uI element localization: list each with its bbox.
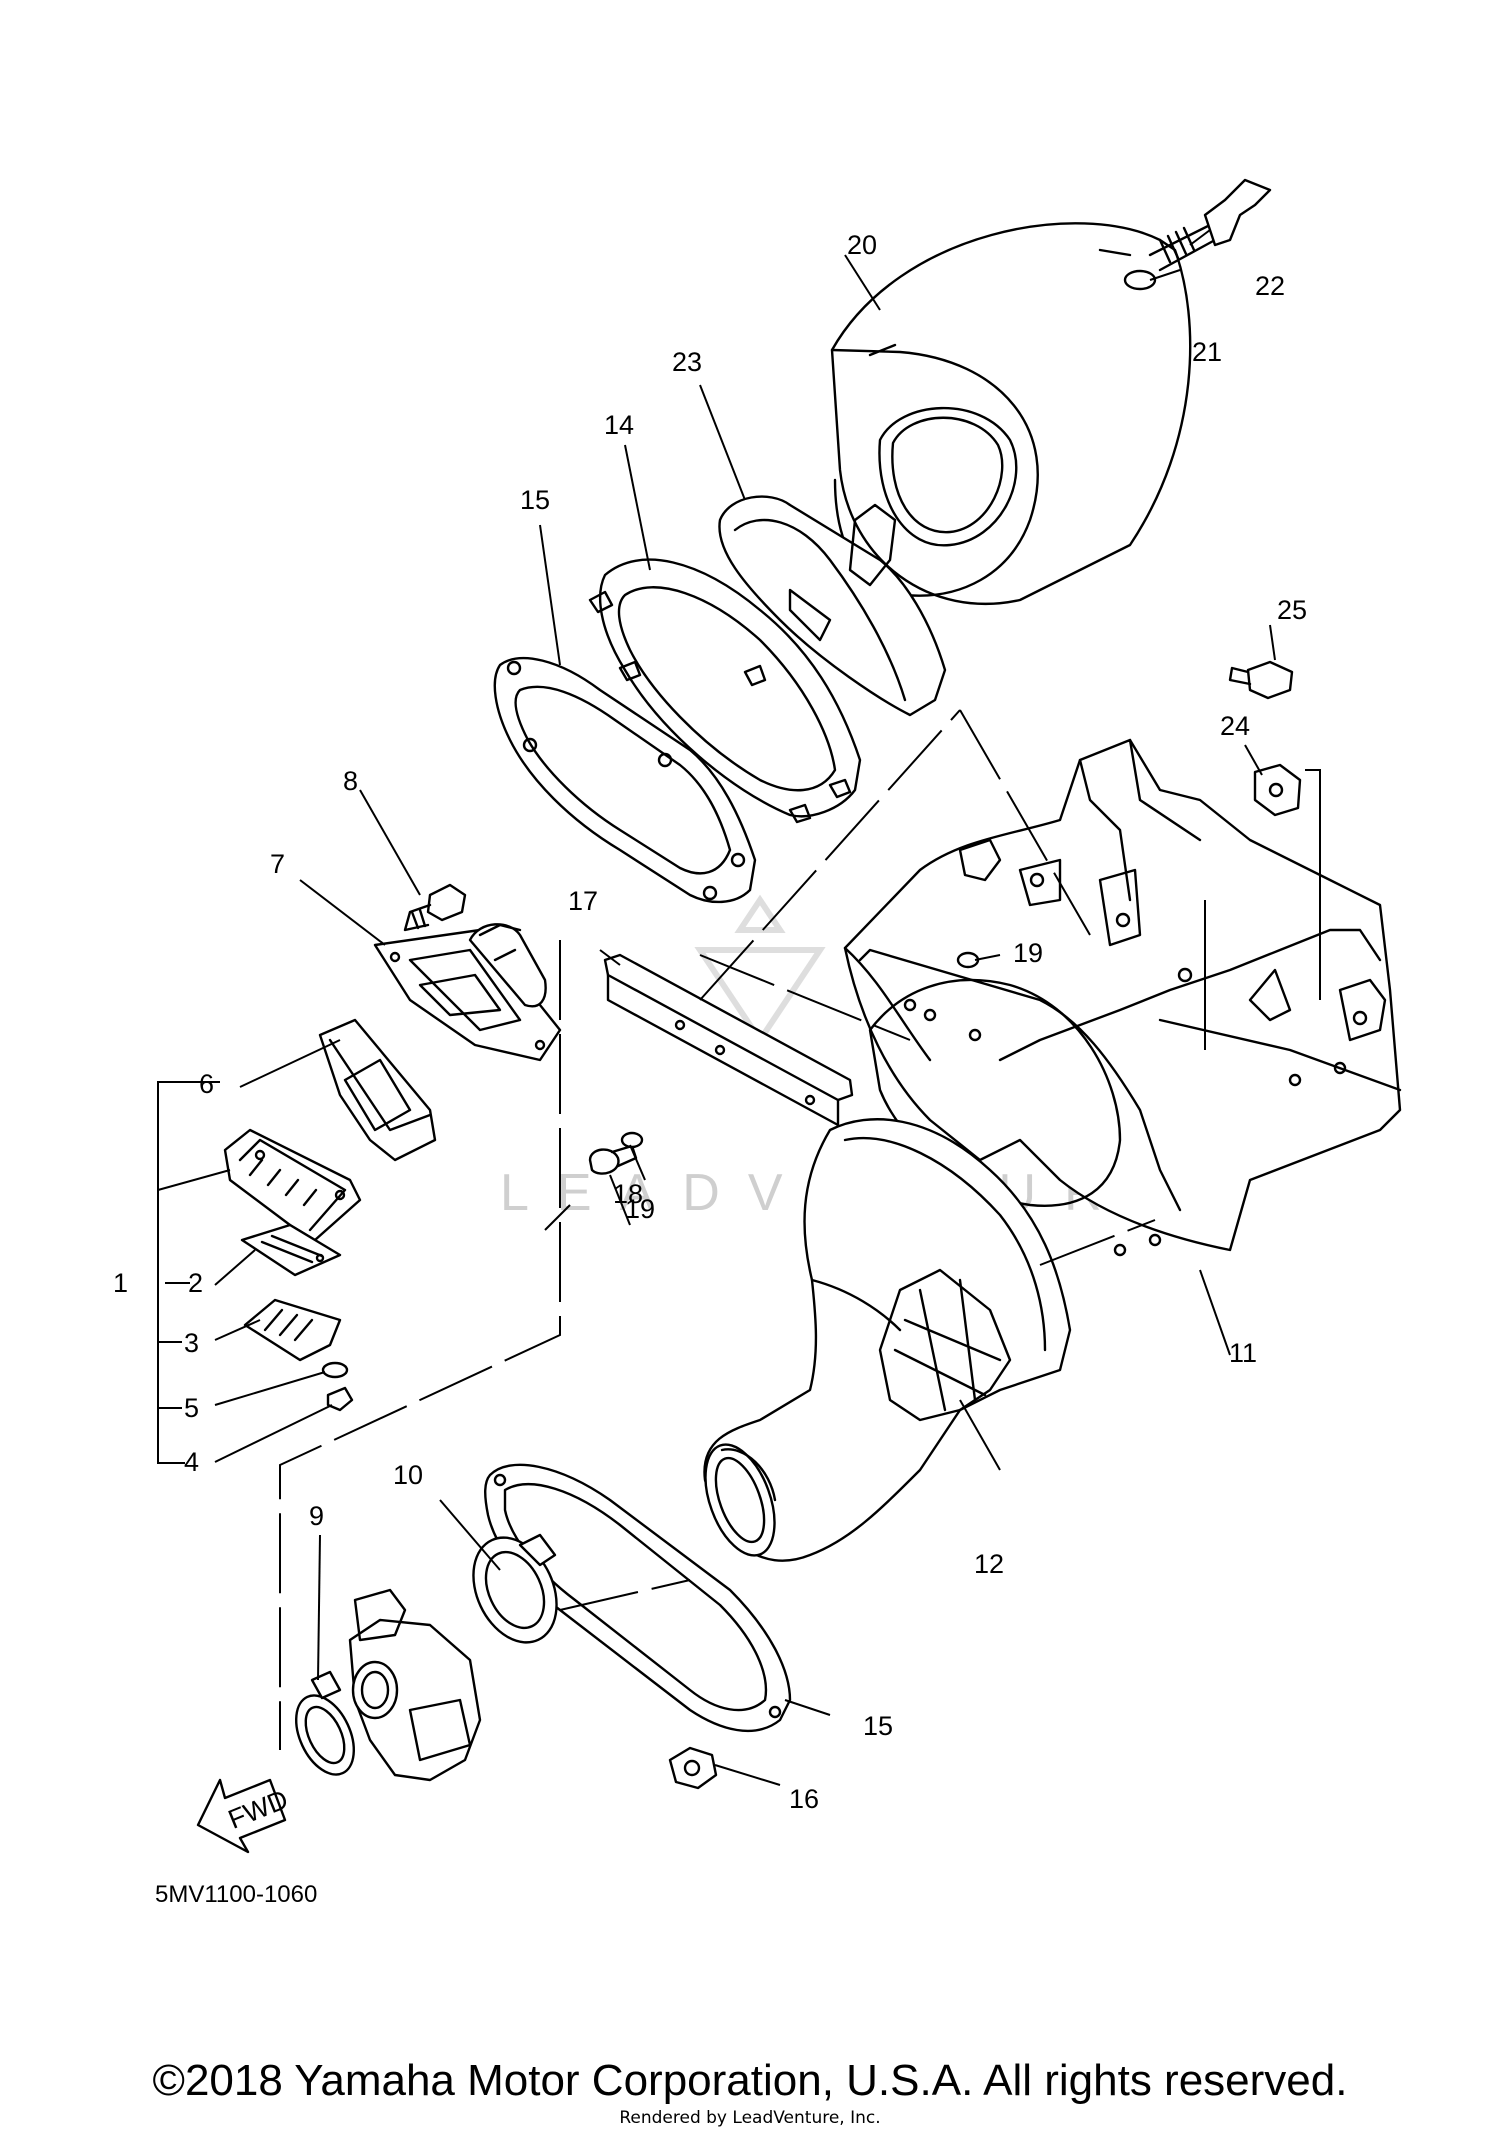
reed-stopper-3 [243,1298,342,1362]
callout-22: 22 [1255,271,1285,301]
reed-spacer [318,1018,437,1162]
nut-16 [668,1746,718,1790]
reed-valve-assembly [223,1128,362,1242]
copyright-notice: ©2018 Yamaha Motor Corporation, U.S.A. A… [152,2056,1348,2105]
callout-4: 4 [184,1447,199,1477]
callout-12: 12 [974,1549,1004,1579]
case-frame [588,558,862,824]
intake-duct [703,1118,1072,1562]
callout-16: 16 [789,1784,819,1814]
callout-11: 11 [1229,1338,1257,1368]
callout-23: 23 [672,347,702,377]
case-gasket [493,657,757,904]
rendered-by: Rendered by LeadVenture, Inc. [619,2108,881,2128]
callout-9: 9 [309,1501,324,1531]
callout-24: 24 [1220,711,1250,741]
intake-manifold [373,923,562,1062]
callout-20: 20 [847,230,877,260]
callout-19-upper: 19 [1013,938,1043,968]
callout-18-text: 18 [613,1179,643,1209]
air-filter-case [843,738,1402,1257]
callout-19-lower: 19 [625,1194,655,1224]
plate-17 [603,953,854,1127]
screw-4 [326,1386,354,1412]
wing-bolt [1148,178,1272,272]
fwd-arrow: FWD [196,1778,292,1854]
callout-3: 3 [184,1328,199,1358]
callout-21: 21 [1192,337,1222,367]
callout-7: 7 [270,849,285,879]
washer-19-lower [620,1131,644,1149]
washer-5 [321,1361,349,1379]
callout-1: 1 [113,1268,128,1298]
leader-lines [157,229,1321,1786]
callout-8: 8 [343,766,358,796]
filter-guide [718,495,947,717]
callout-13: 14 [604,410,634,440]
callouts: 20 21 22 23 14 15 25 24 8 7 17 19 6 19 1… [113,230,1307,1908]
callout-15: 15 [863,1711,893,1741]
reed-2 [240,1223,342,1277]
diagram-code: 5MV1100-1060 [155,1881,317,1908]
callout-2: 2 [188,1268,203,1298]
callout-6: 6 [199,1069,214,1099]
bolt-8 [403,883,467,932]
clamp-9 [295,1670,355,1776]
bolt-25 [1228,660,1294,700]
callout-10: 10 [393,1460,423,1490]
callout-17: 17 [568,886,598,916]
callout-5: 5 [184,1393,199,1423]
washer-21 [1123,269,1157,291]
callout-14: 15 [520,485,550,515]
clip-24 [1253,763,1302,817]
callout-25: 25 [1277,595,1307,625]
carburetor [348,1588,482,1782]
